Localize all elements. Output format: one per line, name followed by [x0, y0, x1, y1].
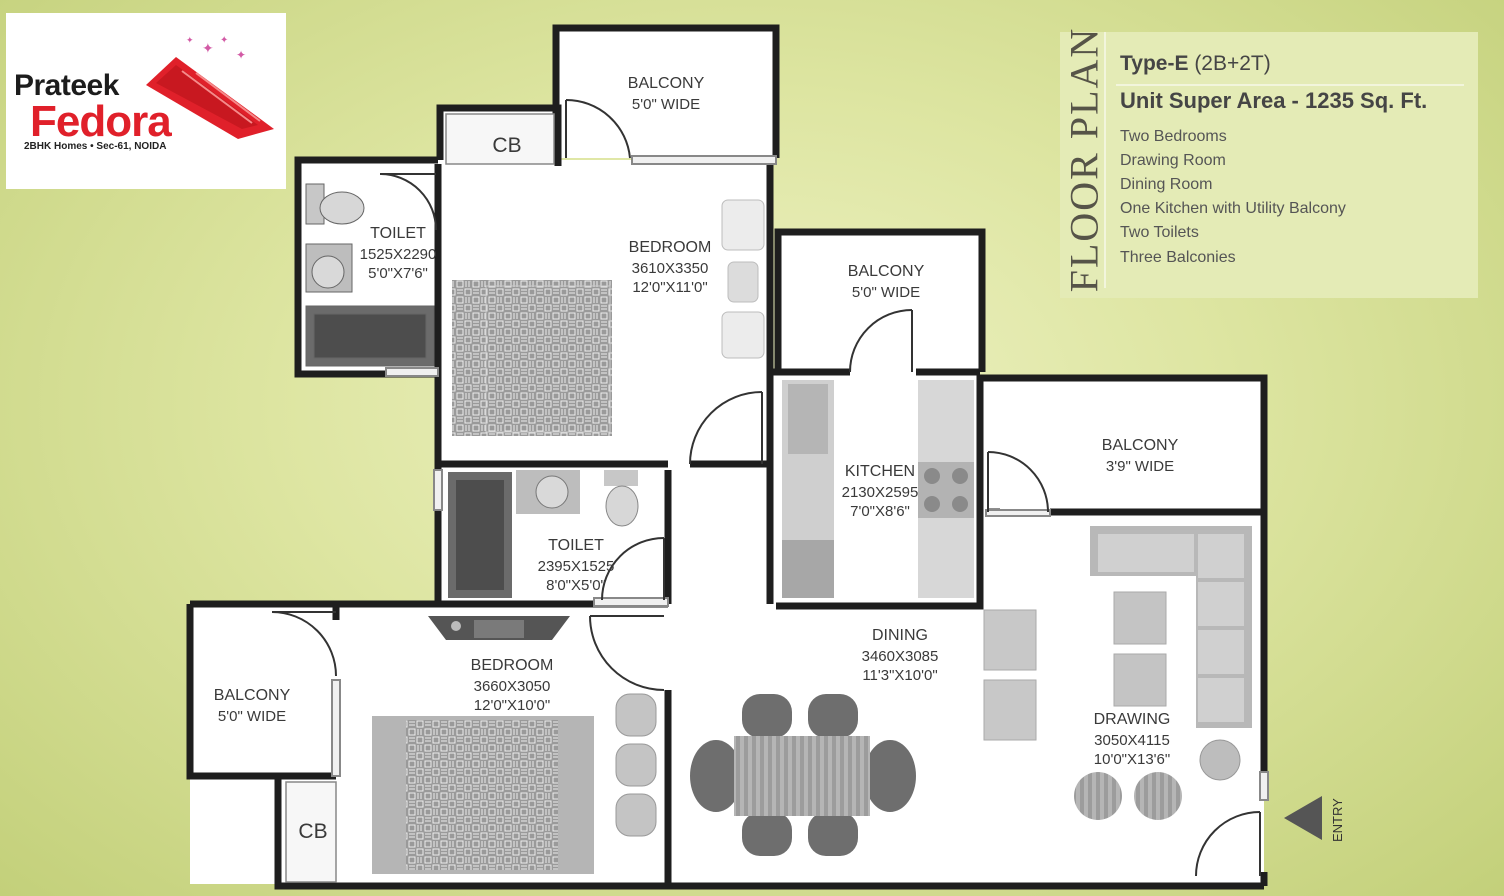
door-swings: [271, 98, 1261, 877]
feature-item: Two Bedrooms: [1120, 128, 1227, 145]
windows: [331, 155, 1269, 801]
logo-text-fedora: Fedora: [30, 97, 172, 146]
entry-arrow-icon: [1284, 796, 1322, 840]
walls: [186, 24, 1268, 890]
bedroom1-chairs: [721, 199, 765, 359]
panel-rule: [1116, 84, 1464, 86]
closet-boxes: [285, 113, 555, 883]
logo-text-prateek: Prateek: [14, 69, 119, 102]
feature-item: Three Balconies: [1120, 249, 1236, 266]
bedroom2-desk: [428, 616, 570, 640]
svg-text:✦: ✦: [220, 35, 228, 46]
feature-item: Drawing Room: [1120, 152, 1226, 169]
svg-text:✦: ✦: [202, 40, 214, 56]
brand-logo: ✦ ✦ ✦ ✦ Prateek Fedora 2BHK Homes • Sec-…: [6, 13, 286, 189]
feature-item: Two Toilets: [1120, 224, 1199, 241]
toilet-fixtures: [305, 183, 435, 367]
room-cb-top: CB: [492, 134, 522, 157]
kitchen-counters: [782, 380, 974, 598]
unit-super-area: Unit Super Area - 1235 Sq. Ft.: [1120, 88, 1428, 113]
feature-item: Dining Room: [1120, 176, 1213, 193]
svg-text:✦: ✦: [186, 35, 194, 45]
logo-roof-icon: ✦ ✦ ✦ ✦: [146, 35, 274, 139]
entry-label: ENTRY: [1330, 798, 1345, 842]
unit-type: Type-E (2B+2T): [1120, 52, 1271, 75]
room-cb-bottom: CB: [298, 820, 328, 843]
drawing-furniture: [983, 526, 1252, 820]
toilet2-fixtures: [448, 470, 639, 598]
dining-table: [690, 694, 916, 856]
panel-divider: [1104, 32, 1106, 288]
bedroom2-chairs: [615, 693, 657, 837]
floor-plan-info-panel: [1060, 32, 1478, 298]
feature-item: One Kitchen with Utility Balcony: [1120, 200, 1346, 217]
svg-text:✦: ✦: [236, 48, 246, 62]
logo-address: 2BHK Homes • Sec-61, NOIDA: [24, 141, 167, 152]
